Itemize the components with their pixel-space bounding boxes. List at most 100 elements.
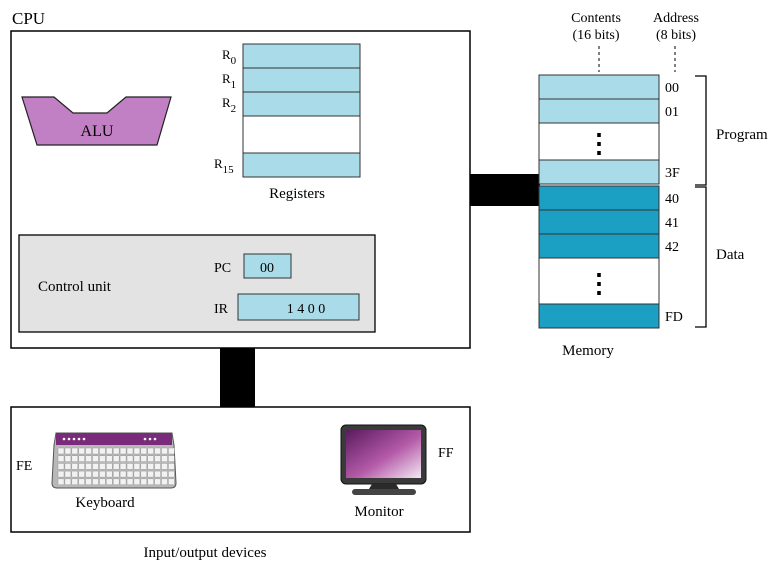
memory-caption: Memory (562, 343, 614, 359)
keyboard-key (99, 478, 106, 485)
keyboard-key (126, 463, 134, 470)
register-r0 (242, 43, 361, 69)
keyboard-key (161, 470, 168, 478)
monitor-address: FF (438, 446, 454, 461)
register-name-r1: R1 (222, 71, 236, 91)
keyboard-keys (57, 447, 175, 485)
memory-gap-program (538, 122, 660, 161)
keyboard-indicator-dot (143, 437, 147, 441)
keyboard-key (106, 463, 113, 470)
address-00: 00 (665, 81, 679, 96)
monitor-screen (346, 430, 421, 478)
address-40: 40 (665, 192, 679, 207)
keyboard-key (168, 478, 175, 485)
monitor-base (352, 489, 416, 495)
alu: ALU (21, 96, 172, 146)
pc-value: 00 (260, 261, 274, 276)
keyboard-key (64, 478, 72, 485)
keyboard-key (161, 478, 168, 485)
keyboard-key (154, 455, 161, 462)
keyboard-key (112, 478, 120, 485)
keyboard-key (133, 463, 141, 470)
ir-value: 1 4 0 0 (287, 302, 326, 317)
keyboard-key (147, 470, 154, 478)
keyboard-indicator-dot (67, 437, 71, 441)
keyboard-key (168, 470, 175, 478)
keyboard-key (92, 447, 99, 455)
register-name-r2: R2 (222, 95, 236, 115)
keyboard-key (99, 470, 106, 478)
alu-shape (21, 96, 172, 146)
keyboard-key (106, 455, 113, 462)
keyboard-key (140, 478, 148, 485)
keyboard-key (112, 447, 120, 455)
keyboard-key (57, 447, 65, 455)
keyboard-key (154, 470, 161, 478)
address-fd: FD (665, 310, 683, 325)
keyboard-key (106, 478, 113, 485)
keyboard-key (154, 463, 161, 470)
keyboard-key (71, 470, 79, 478)
keyboard-key (147, 478, 154, 485)
keyboard-key (78, 470, 85, 478)
keyboard-key (78, 455, 85, 462)
memory-cell-00 (538, 74, 660, 100)
address-42: 42 (665, 240, 679, 255)
keyboard-key (106, 447, 113, 455)
ir-register (237, 293, 360, 321)
memory-gap-data (538, 257, 660, 305)
keyboard-key (119, 447, 127, 455)
keyboard-key (64, 455, 72, 462)
keyboard-key (99, 463, 106, 470)
keyboard-key (119, 463, 127, 470)
io-devices: Input/output devices FE Keyboard FF Moni… (10, 406, 471, 561)
keyboard-key (126, 447, 134, 455)
keyboard-key (92, 463, 99, 470)
keyboard-key (133, 470, 141, 478)
keyboard-key (106, 470, 113, 478)
keyboard-key (112, 470, 120, 478)
keyboard-key (119, 478, 127, 485)
register-file: R0 R1 R2 R15 Registers (214, 43, 361, 202)
memory-ellipsis-program: ⋮ (586, 129, 612, 158)
keyboard-key (78, 478, 85, 485)
keyboard-key (147, 463, 154, 470)
keyboard-indicator-dot (148, 437, 152, 441)
memory-cell-fd (538, 303, 660, 329)
keyboard-top-strip (56, 433, 172, 445)
keyboard-key (92, 470, 99, 478)
memory-cell-3f (538, 159, 660, 185)
keyboard-key (140, 447, 148, 455)
keyboard-key (112, 463, 120, 470)
registers-caption: Registers (269, 186, 325, 202)
keyboard-key (126, 455, 134, 462)
keyboard-key (71, 478, 79, 485)
register-r2 (242, 91, 361, 117)
keyboard-key (78, 447, 85, 455)
control-unit-label: Control unit (38, 279, 112, 295)
keyboard-key (85, 463, 92, 470)
keyboard-key (85, 455, 92, 462)
contents-header-line1: Contents (571, 11, 621, 26)
keyboard-indicator-dot (77, 437, 81, 441)
keyboard-key (99, 455, 106, 462)
keyboard-key (161, 447, 168, 455)
memory-ellipsis-data: ⋮ (586, 269, 612, 298)
program-bracket (695, 75, 707, 186)
address-3f: 3F (665, 166, 680, 181)
keyboard-key (57, 463, 65, 470)
register-gap (242, 115, 361, 154)
register-r15 (242, 152, 361, 178)
keyboard-key (64, 447, 72, 455)
keyboard-key (140, 470, 148, 478)
keyboard-key (126, 478, 134, 485)
keyboard-key (92, 478, 99, 485)
address-01: 01 (665, 105, 679, 120)
keyboard-key (168, 447, 175, 455)
keyboard-key (71, 455, 79, 462)
keyboard-label: Keyboard (75, 495, 135, 511)
keyboard-key (64, 470, 72, 478)
alu-label: ALU (81, 123, 114, 140)
